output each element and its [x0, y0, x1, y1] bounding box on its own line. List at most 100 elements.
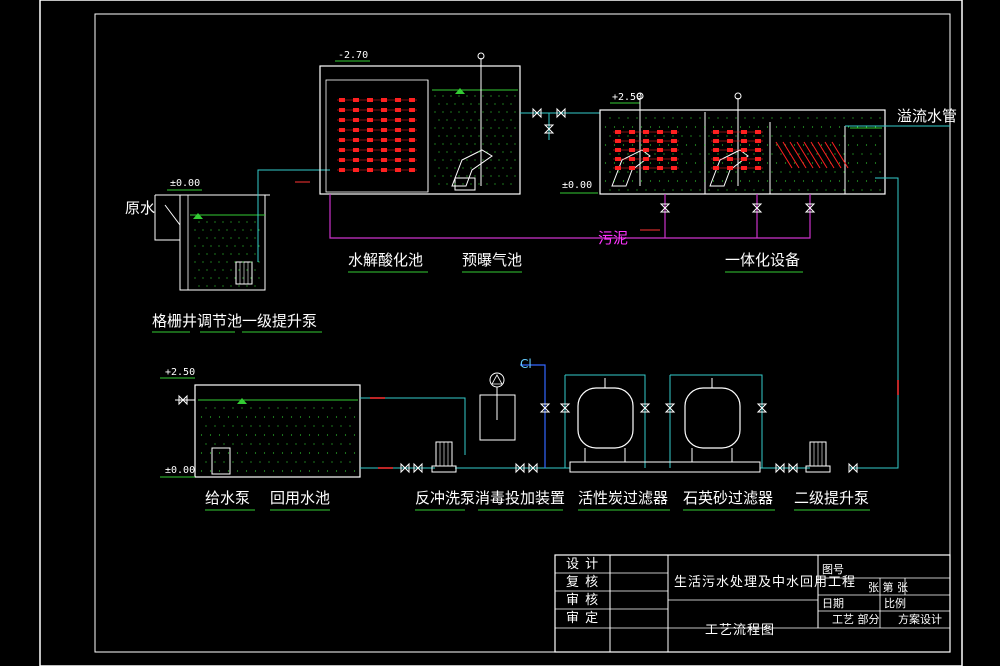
stipple-dot [708, 171, 710, 173]
valve[interactable] [556, 107, 566, 119]
valve[interactable] [639, 403, 651, 413]
stipple-dot [353, 434, 356, 436]
stipple-dot [506, 127, 508, 129]
valve[interactable] [664, 403, 676, 413]
backwash-pump[interactable] [431, 441, 457, 473]
valve[interactable] [788, 462, 798, 474]
stipple-dot [712, 180, 715, 182]
valve[interactable] [848, 462, 858, 474]
stipple-dot [226, 229, 228, 231]
valve[interactable] [515, 462, 525, 474]
stipple-dot [613, 126, 616, 128]
stipple-dot [748, 180, 751, 182]
stipple-dot [474, 175, 476, 177]
disinfectant-dosing-unit[interactable] [479, 364, 546, 468]
valve[interactable] [532, 107, 542, 119]
stipple-dot [222, 253, 224, 255]
stipple-dot [856, 162, 859, 164]
stipple-dot [268, 443, 270, 445]
stipple-dot [209, 416, 212, 418]
stipple-dot [214, 221, 216, 223]
stipple-dot [295, 425, 297, 427]
stipple-dot [780, 189, 782, 191]
stipple-dot [784, 180, 787, 182]
stipple-dot [277, 443, 279, 445]
stipple-dot [313, 443, 315, 445]
stipple-dot [838, 144, 841, 146]
stipple-dot [726, 153, 728, 155]
stipple-dot [442, 143, 444, 145]
stipple-dot [326, 452, 329, 454]
stipple-dot [308, 470, 311, 472]
valve[interactable] [400, 462, 410, 474]
stipple-dot [202, 261, 204, 263]
stipple-dot [281, 416, 284, 418]
title-block [554, 554, 951, 653]
stipple-dot [194, 245, 196, 247]
pipeline-valves[interactable] [178, 394, 858, 474]
effluent-pipe [850, 177, 899, 469]
stipple-dot [268, 461, 270, 463]
valve[interactable] [751, 203, 763, 213]
stipple-dot [667, 144, 670, 146]
stipple-dot [834, 171, 836, 173]
quartz-sand-filter[interactable] [669, 374, 763, 468]
stipple-dot [308, 434, 311, 436]
stipple-dot [649, 180, 652, 182]
stipple-dot [277, 425, 279, 427]
stipple-dot [874, 162, 877, 164]
stipple-dot [242, 277, 244, 279]
stipple-dot [766, 144, 769, 146]
stipple-dot [442, 175, 444, 177]
stipple-dot [490, 143, 492, 145]
stipple-dot [775, 162, 778, 164]
stipple-dot [474, 159, 476, 161]
stipple-dot [685, 180, 688, 182]
stipple-dot [494, 103, 496, 105]
stipple-dot [438, 135, 440, 137]
stipple-dot [254, 285, 256, 287]
stipple-dot [198, 253, 200, 255]
label-backwash-pump: 反冲洗泵 [415, 489, 475, 507]
stipple-dot [712, 144, 715, 146]
stipple-dot [685, 162, 688, 164]
stipple-dot [223, 461, 225, 463]
stipple-dot [304, 425, 306, 427]
level-hydrolysis-top: -2.70 [338, 50, 368, 61]
stipple-dot [658, 162, 661, 164]
valve[interactable] [528, 462, 538, 474]
stipple-dot [222, 221, 224, 223]
stipple-dot [726, 117, 728, 119]
stipple-dot [446, 167, 448, 169]
valve[interactable] [559, 403, 571, 413]
secondary-lift-pump[interactable] [805, 441, 831, 473]
stipple-dot [331, 407, 333, 409]
stipple-dot [757, 126, 760, 128]
stipple-dot [744, 117, 746, 119]
valve[interactable] [775, 462, 785, 474]
valve[interactable] [413, 462, 423, 474]
settler-tube [796, 141, 814, 169]
stipple-dot [478, 119, 480, 121]
stipple-dot [816, 135, 818, 137]
stipple-dot [510, 119, 512, 121]
valve[interactable] [659, 203, 671, 213]
stipple-dot [879, 117, 881, 119]
valve[interactable] [804, 203, 816, 213]
stipple-dot [748, 126, 751, 128]
valve[interactable] [756, 403, 768, 413]
label-secondary-pump: 二级提升泵 [794, 489, 869, 507]
stipple-dot [486, 183, 488, 185]
valve[interactable] [539, 403, 551, 413]
stipple-dot [672, 117, 674, 119]
valve[interactable] [178, 394, 188, 406]
stipple-dot [609, 153, 611, 155]
activated-carbon-filter[interactable] [564, 374, 646, 468]
stipple-dot [236, 470, 239, 472]
stipple-dot [223, 407, 225, 409]
stipple-dot [478, 103, 480, 105]
valve[interactable] [543, 124, 555, 134]
stipple-dot [238, 237, 240, 239]
stipple-dot [474, 143, 476, 145]
stipple-dot [349, 461, 351, 463]
